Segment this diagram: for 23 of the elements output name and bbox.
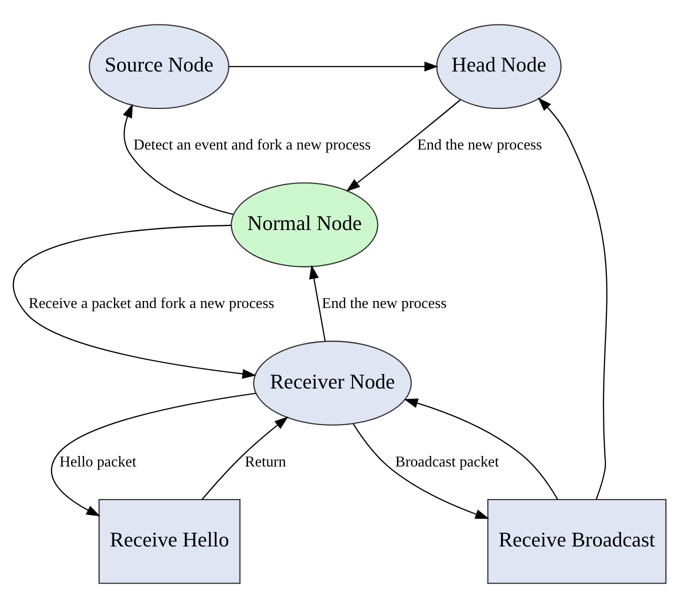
node-ellipse: Source Node — [88, 24, 230, 110]
arrow — [346, 99, 461, 192]
node-box: Receive Hello — [98, 498, 240, 584]
edge-label: Hello packet — [59, 454, 136, 470]
arrow — [50, 392, 256, 516]
edge-label: End the new process — [417, 138, 542, 154]
node-box: Receive Broadcast — [487, 498, 666, 584]
edge-label: End the new process — [322, 296, 447, 312]
edge-label: Detect an event and fork a new process — [134, 138, 371, 154]
edge-label: Return — [244, 454, 286, 470]
arrow — [122, 104, 234, 215]
edge-label: Receive a packet and fork a new process — [28, 296, 274, 312]
edge-label: Broadcast packet — [395, 454, 499, 470]
arrow — [309, 264, 326, 342]
arrow — [202, 416, 288, 500]
node-ellipse: Head Node — [436, 24, 562, 110]
node-ellipse: Receiver Node — [253, 340, 412, 426]
arrow — [228, 62, 438, 72]
arrow — [13, 224, 256, 379]
arrow — [404, 398, 558, 500]
node-ellipse: Normal Node — [230, 182, 378, 268]
arrow — [538, 98, 608, 500]
arrow — [352, 424, 490, 519]
